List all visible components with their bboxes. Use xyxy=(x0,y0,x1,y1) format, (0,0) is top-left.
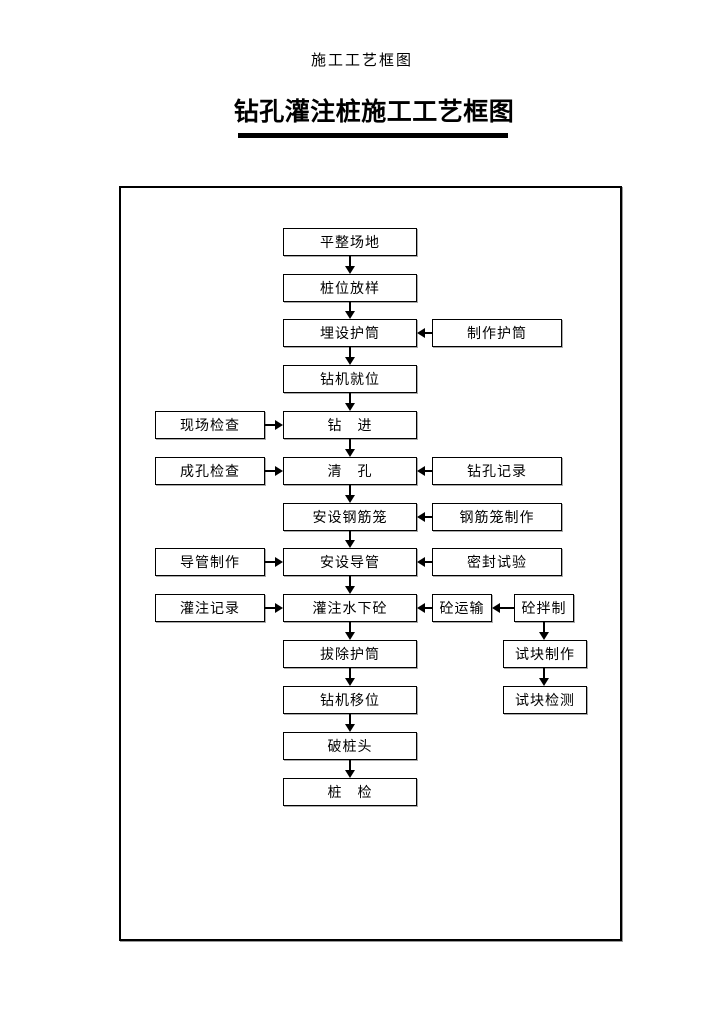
arrow-left xyxy=(417,465,432,477)
node-test-block-testing: 试块检测 xyxy=(503,686,587,714)
node-casing-fabrication: 制作护筒 xyxy=(432,319,562,347)
node-test-block-making: 试块制作 xyxy=(503,640,587,668)
arrow-down xyxy=(538,668,550,686)
node-site-inspection: 现场检查 xyxy=(155,411,265,439)
node-sealing-test: 密封试验 xyxy=(432,548,562,576)
node-concrete-transport: 砼运输 xyxy=(432,594,492,622)
arrow-down xyxy=(344,347,356,365)
arrow-right xyxy=(265,556,283,568)
arrow-down xyxy=(344,393,356,411)
arrow-right xyxy=(265,602,283,614)
arrow-down xyxy=(344,576,356,594)
arrow-down xyxy=(344,760,356,778)
arrow-down xyxy=(344,714,356,732)
node-pile-inspection: 桩 检 xyxy=(283,778,417,806)
arrow-right xyxy=(265,465,283,477)
arrow-down xyxy=(344,622,356,640)
page-title: 钻孔灌注桩施工工艺框图 xyxy=(233,97,515,126)
node-embed-casing: 埋设护筒 xyxy=(283,319,417,347)
node-pouring-record: 灌注记录 xyxy=(155,594,265,622)
node-break-pile-head: 破桩头 xyxy=(283,732,417,760)
node-hole-formation-inspection: 成孔检查 xyxy=(155,457,265,485)
arrow-left xyxy=(417,556,432,568)
node-rebar-cage-fabrication: 钢筋笼制作 xyxy=(432,503,562,531)
arrow-down xyxy=(344,302,356,319)
node-drilling-record: 钻孔记录 xyxy=(432,457,562,485)
page-header: 施工工艺框图 xyxy=(310,51,413,69)
node-concrete-mixing: 砼拌制 xyxy=(514,594,574,622)
node-install-rebar-cage: 安设钢筋笼 xyxy=(283,503,417,531)
node-pour-underwater-concrete: 灌注水下砼 xyxy=(283,594,417,622)
node-level-site: 平整场地 xyxy=(283,228,417,256)
arrow-left xyxy=(417,511,432,523)
node-remove-casing: 拔除护筒 xyxy=(283,640,417,668)
arrow-down xyxy=(344,531,356,548)
arrow-down xyxy=(344,485,356,503)
flowchart-frame: 平整场地 桩位放样 埋设护筒 钻机就位 钻 进 清 孔 安设钢筋笼 安设导管 灌… xyxy=(119,186,622,941)
arrow-down xyxy=(344,668,356,686)
arrow-left xyxy=(417,327,432,339)
arrow-right xyxy=(265,419,283,431)
node-drill-rig-in-place: 钻机就位 xyxy=(283,365,417,393)
node-drill-rig-relocate: 钻机移位 xyxy=(283,686,417,714)
node-drilling: 钻 进 xyxy=(283,411,417,439)
arrow-left xyxy=(492,602,514,614)
title-underline xyxy=(238,133,508,138)
node-pile-positioning: 桩位放样 xyxy=(283,274,417,302)
arrow-down xyxy=(344,439,356,457)
arrow-down xyxy=(538,622,550,640)
arrow-left xyxy=(417,602,432,614)
node-install-tremie-pipe: 安设导管 xyxy=(283,548,417,576)
arrow-down xyxy=(344,256,356,274)
node-tremie-pipe-fabrication: 导管制作 xyxy=(155,548,265,576)
node-hole-cleaning: 清 孔 xyxy=(283,457,417,485)
